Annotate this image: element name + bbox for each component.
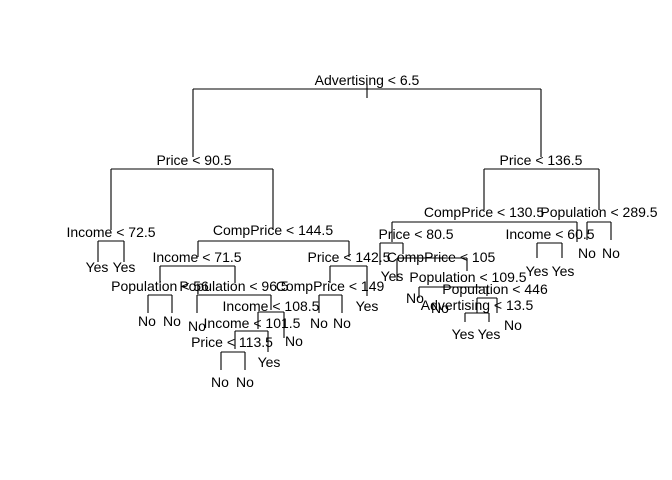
leaf-label-4: No [188,318,206,334]
leaf-label-11: Yes [356,298,379,314]
split-label-n21: Advertising < 13.5 [421,297,534,313]
leaf-label-13: No [406,290,424,306]
leaf-label-1: Yes [113,259,136,275]
leaf-label-3: No [163,313,181,329]
split-label-n16: Price < 80.5 [378,226,453,242]
split-label-n18: CompPrice < 105 [387,249,496,265]
leaf-label-15: Yes [452,326,475,342]
leaf-label-2: No [138,313,156,329]
leaf-label-7: Yes [258,354,281,370]
split-label-n9: Population < 96.5 [179,278,289,294]
split-label-n12: Price < 113.5 [191,334,273,350]
split-label-n2: Price < 90.5 [156,152,231,168]
leaf-label-21: No [602,245,620,261]
leaf-label-17: No [504,317,522,333]
leaf-label-0: Yes [86,259,109,275]
split-label-n17: Income < 60.5 [505,226,594,242]
split-label-n1: Advertising < 6.5 [315,72,420,88]
leaf-label-18: Yes [526,263,549,279]
split-label-n10: Income < 108.5 [223,298,320,314]
leaf-label-6: No [236,374,254,390]
split-label-n4: Income < 72.5 [66,224,155,240]
leaf-label-5: No [211,374,229,390]
split-label-n5: CompPrice < 144.5 [213,222,333,238]
split-label-n6: Income < 71.5 [152,249,241,265]
split-label-n13: CompPrice < 149 [276,278,385,294]
leaf-label-16: Yes [478,326,501,342]
leaf-label-19: Yes [552,263,575,279]
split-label-n19: Population < 109.5 [409,269,526,285]
leaf-label-8: No [310,315,328,331]
leaf-label-10: No [285,333,303,349]
split-label-n14: CompPrice < 130.5 [424,204,544,220]
leaf-label-9: No [333,315,351,331]
leaf-label-14: No [431,300,449,316]
leaf-label-20: No [578,245,596,261]
split-label-n7: Price < 142.5 [308,249,391,265]
leaf-label-12: Yes [381,268,404,284]
split-label-n15: Population < 289.5 [540,204,657,220]
tree-edges [97,84,612,370]
split-label-n8: Population < 56 [111,278,209,294]
split-label-n11: Income < 101.5 [204,315,301,331]
split-label-n20: Population < 446 [442,281,548,297]
split-label-n3: Price < 136.5 [500,152,583,168]
